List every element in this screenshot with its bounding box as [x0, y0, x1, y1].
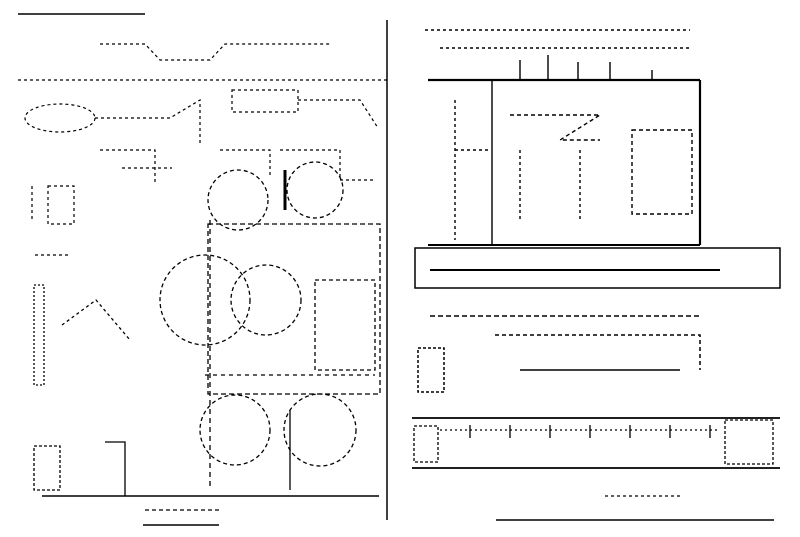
left-motor-circle-1: [207, 169, 269, 231]
left-upper-trace-6: [220, 149, 271, 178]
left-motor-circle-3: [159, 254, 251, 346]
right-middle-box: [414, 247, 781, 289]
right-upper-section: [425, 29, 702, 246]
frame-lines: [18, 13, 774, 526]
right-middle-trace: [495, 334, 701, 370]
right-upper-ticks: [519, 55, 653, 80]
left-upper-trace-4: [100, 149, 156, 182]
left-upper-trace-7: [280, 149, 375, 181]
right-lower-left-block: [413, 425, 439, 463]
left-upper-circuit: [18, 43, 390, 256]
left-motor-circle-2: [286, 161, 344, 219]
left-upper-trace-3: [298, 99, 379, 129]
right-middle-section: [414, 247, 781, 393]
left-bottom-trace: [105, 441, 126, 496]
left-upper-trace-1: [100, 43, 330, 61]
right-lower-node-ticks: [469, 425, 711, 438]
left-terminal-strip: [33, 284, 45, 386]
left-upper-block-1: [231, 89, 299, 113]
left-side-block: [314, 279, 376, 371]
left-motor-circle-4: [230, 264, 302, 336]
left-edge-blocks: [33, 284, 219, 511]
right-lower-section: [412, 417, 780, 497]
right-middle-block: [417, 347, 445, 393]
right-lower-right-block: [724, 419, 774, 465]
left-zigzag-trace: [61, 299, 131, 341]
left-motor-circle-5: [199, 394, 271, 466]
right-upper-trace-1: [510, 114, 603, 141]
left-motor-circle-6: [283, 393, 357, 467]
left-middle-components: [159, 161, 381, 490]
right-upper-wiring: [454, 100, 581, 240]
left-upper-block-2: [47, 185, 75, 225]
right-upper-block: [631, 129, 693, 215]
left-main-block: [207, 223, 381, 395]
left-upper-loop: [24, 103, 96, 133]
left-bottom-block: [33, 445, 61, 491]
left-upper-trace-2: [95, 98, 201, 145]
